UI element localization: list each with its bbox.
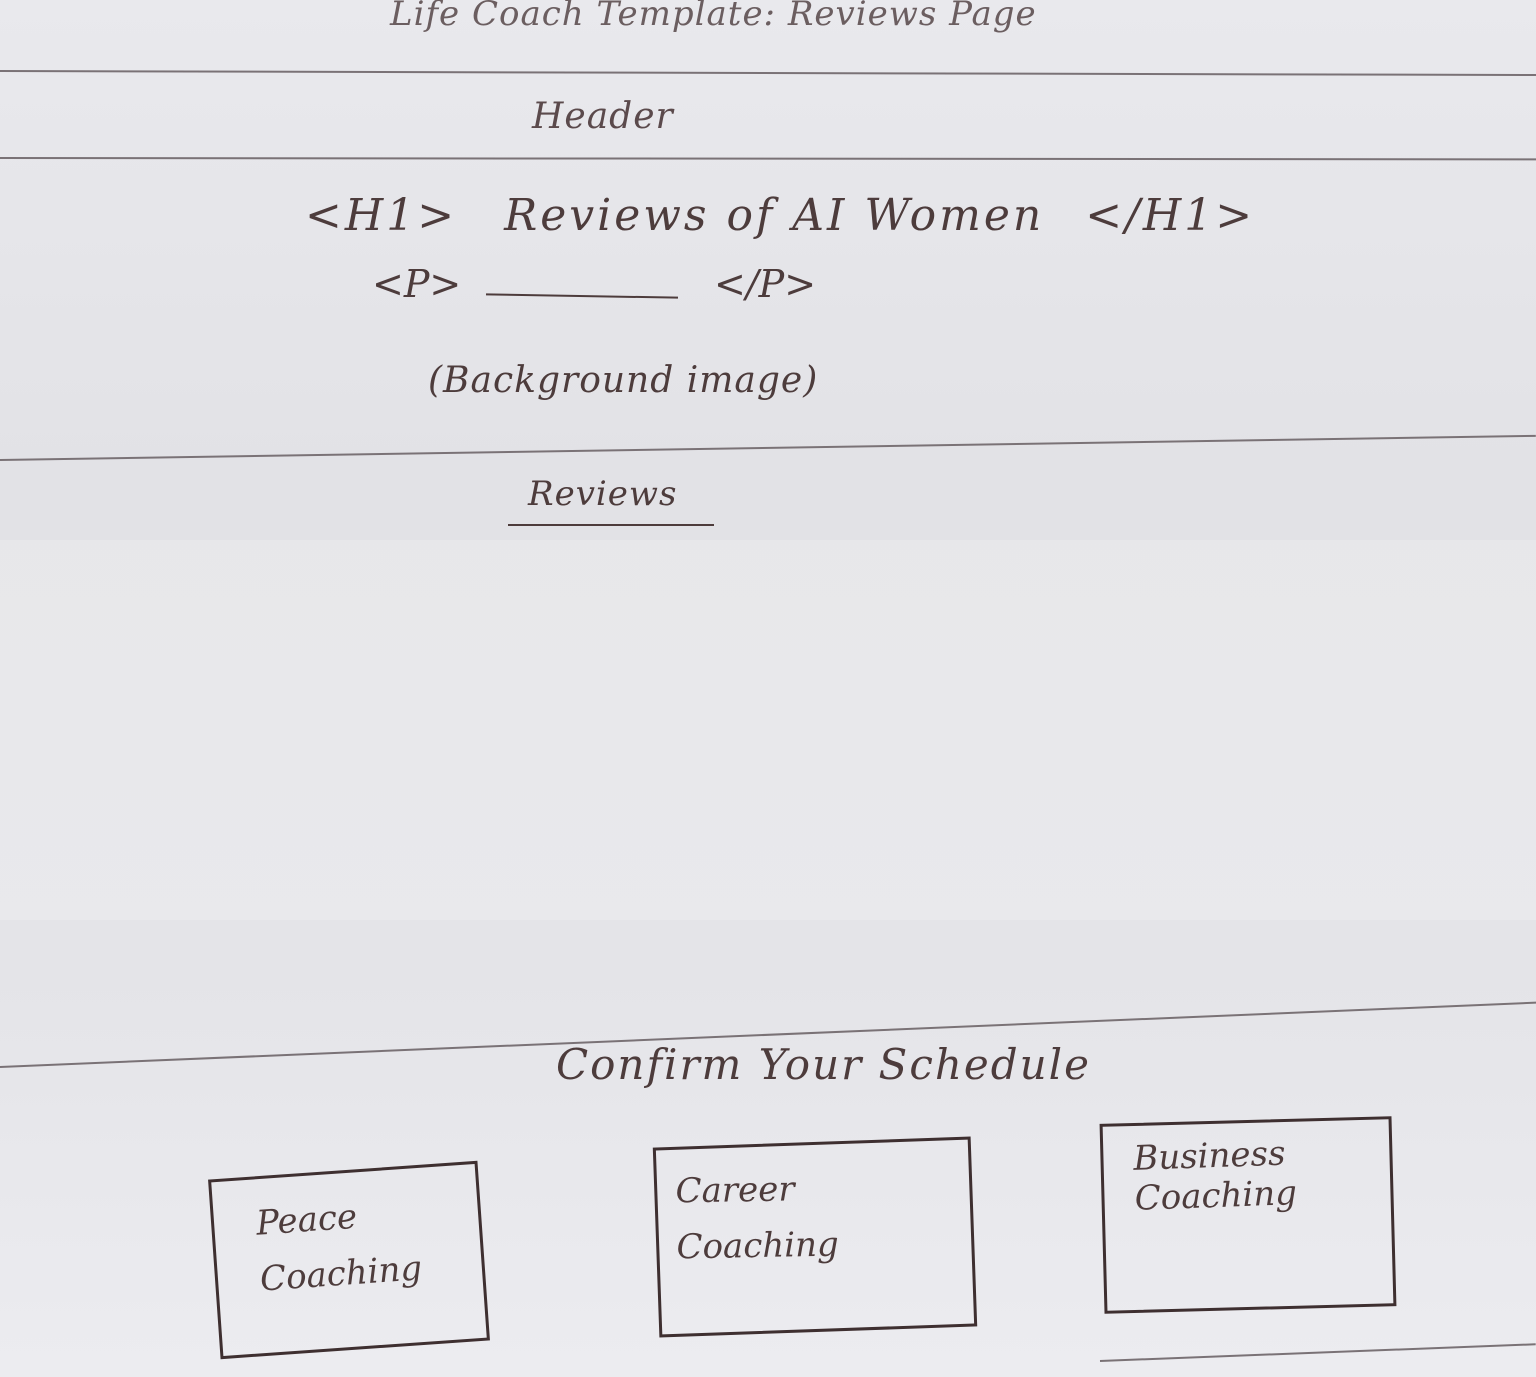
peace-coaching-label: Peace Coaching <box>254 1196 424 1300</box>
hero-heading-line: <H1> Reviews of AI Women </H1> <box>305 190 1255 241</box>
reviews-underline <box>508 524 714 526</box>
h1-open-tag: <H1> <box>305 190 458 241</box>
rule-bottom <box>1099 1343 1536 1362</box>
business-coaching-label: Business Coaching <box>1132 1133 1298 1219</box>
h1-close-tag: </H1> <box>1085 190 1256 241</box>
p-open-tag: <P> <box>372 262 462 306</box>
background-image-note: (Background image) <box>428 360 819 401</box>
light-glare <box>0 540 1536 920</box>
rule-header-bottom <box>0 157 1536 161</box>
reviews-heading: Reviews <box>528 474 678 514</box>
header-placeholder: Header <box>532 96 674 137</box>
sheet-title: Life Coach Template: Reviews Page <box>390 0 1037 34</box>
career-coaching-label: Career Coaching <box>675 1169 840 1268</box>
hero-heading: Reviews of AI Women <box>504 190 1045 241</box>
paragraph-placeholder-line <box>485 293 679 299</box>
p-close-tag: </P> <box>714 262 817 306</box>
rule-top <box>0 70 1536 77</box>
rule-hero-bottom <box>0 434 1536 461</box>
confirm-schedule-heading: Confirm Your Schedule <box>556 1040 1091 1089</box>
